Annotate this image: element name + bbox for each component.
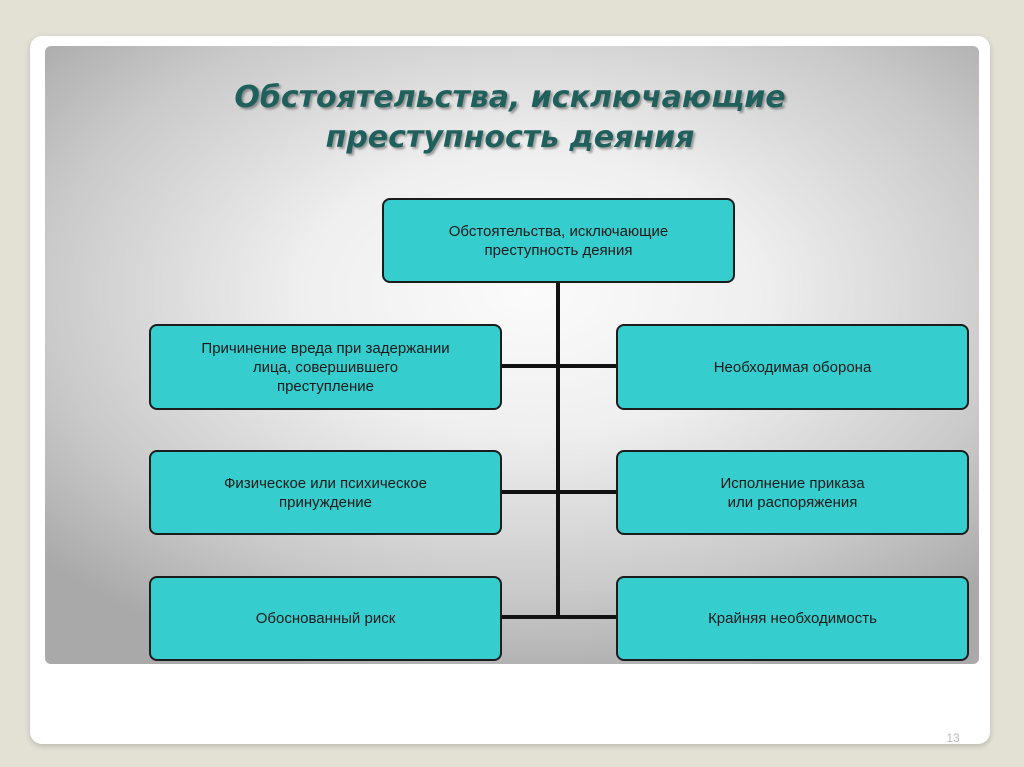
- node-order-execution-label: Исполнение приказа или распоряжения: [720, 474, 865, 511]
- node-extreme-necessity-label: Крайняя необходимость: [708, 610, 877, 627]
- page-number: 13: [946, 731, 960, 745]
- slide-title-line-1: Обстоятельства, исключающие: [234, 80, 786, 115]
- node-self-defense: Необходимая оборона: [616, 324, 969, 410]
- slide-title-line-2: преступность деяния: [325, 120, 695, 155]
- root-node-label: Обстоятельства, исключающие преступность…: [448, 222, 669, 259]
- node-detention-harm-label: Причинение вреда при задержании лица, со…: [201, 339, 450, 395]
- node-self-defense-label: Необходимая оборона: [713, 358, 872, 376]
- node-justified-risk: Обоснованный риск: [149, 576, 502, 661]
- node-extreme-necessity: Крайняя необходимость: [616, 576, 969, 661]
- root-node: Обстоятельства, исключающие преступность…: [382, 198, 735, 283]
- node-justified-risk-label: Обоснованный риск: [255, 610, 396, 627]
- node-order-execution: Исполнение приказа или распоряжения: [616, 450, 969, 535]
- slide-title: Обстоятельства, исключающие преступность…: [150, 78, 870, 158]
- node-detention-harm: Причинение вреда при задержании лица, со…: [149, 324, 502, 410]
- node-coercion-label: Физическое или психическое принуждение: [224, 474, 427, 511]
- node-coercion: Физическое или психическое принуждение: [149, 450, 502, 535]
